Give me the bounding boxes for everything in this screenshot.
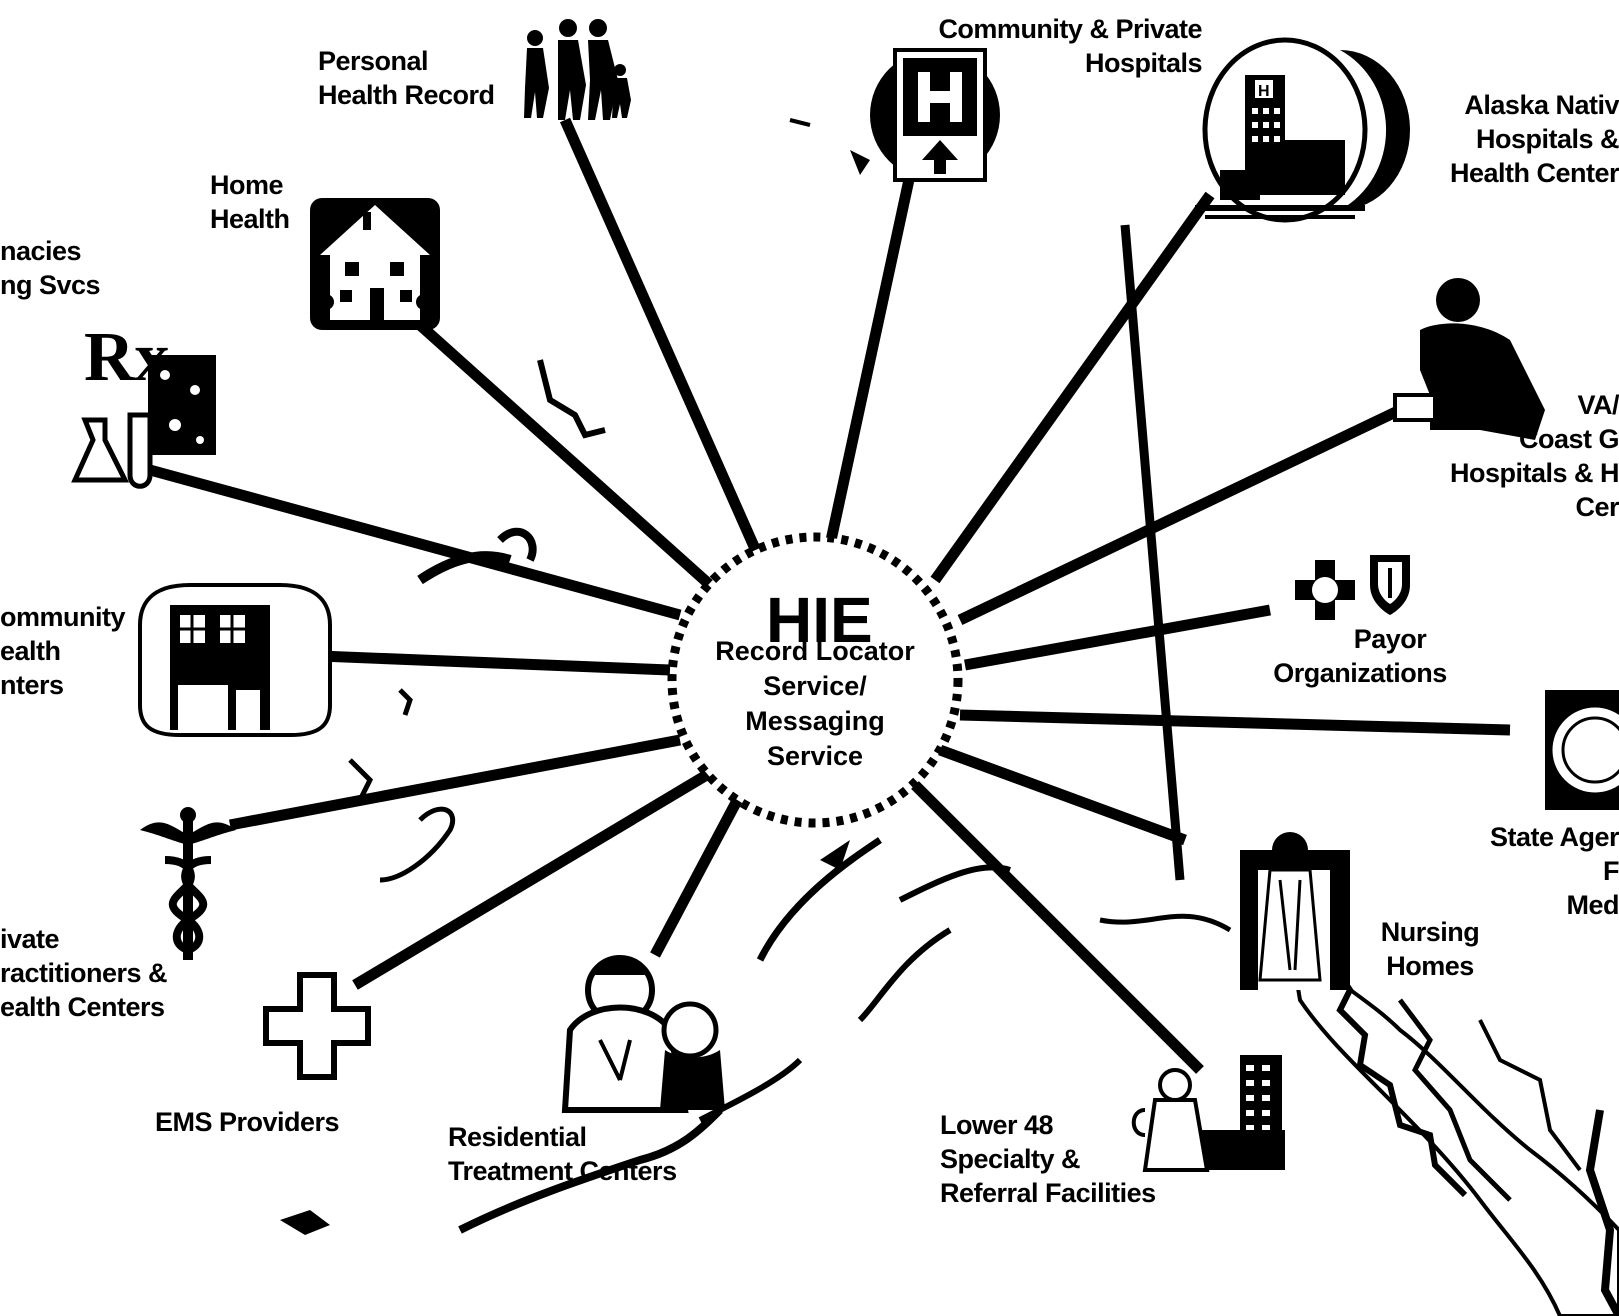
label-line: F — [1603, 856, 1619, 886]
label-line: nacies — [0, 236, 82, 266]
label-va-coast-guard: VA/ Coast G Hospitals & H Cer — [1400, 388, 1619, 524]
label-line: Specialty & — [940, 1144, 1081, 1174]
label-community-private-hospitals: Community & Private Hospitals — [890, 12, 1202, 80]
rx-lab-flask-icon: Rx — [71, 319, 216, 489]
label-community-health-centers: ommunity ealth nters — [0, 600, 126, 702]
spoke-vertical — [1120, 224, 1185, 881]
label-line: ractitioners & — [0, 958, 168, 988]
label-lower48-specialty: Lower 48 Specialty & Referral Facilities — [940, 1108, 1156, 1210]
label-line: Health Center — [1449, 158, 1619, 188]
label-line: Hospitals & — [1475, 124, 1619, 154]
label-payor-organizations: Payor Organizations — [1255, 622, 1465, 690]
label-line: Personal — [318, 46, 429, 76]
spokes — [148, 117, 1511, 1074]
spoke-personal-health-record — [559, 117, 766, 563]
spoke-lower48 — [911, 781, 1204, 1074]
spoke-private-practitioners — [228, 734, 682, 831]
label-line: EMS Providers — [155, 1107, 340, 1137]
label-ems-providers: EMS Providers — [155, 1105, 340, 1139]
medical-cross-icon — [263, 972, 371, 1080]
spoke-alaska-native — [930, 191, 1215, 584]
spoke-pharmacies — [148, 464, 682, 621]
doctor-patient-icon — [561, 955, 725, 1113]
spoke-payor — [964, 604, 1271, 671]
label-line: Cer — [1575, 492, 1619, 522]
family-walking-icon — [524, 19, 631, 120]
label-line: ealth — [0, 636, 61, 666]
label-line: Coast G — [1518, 424, 1619, 454]
caduceus-icon — [140, 807, 236, 960]
hub-subtitle: Record Locator Service/ Messaging Servic… — [700, 634, 930, 774]
hospital-sign-icon — [870, 48, 1000, 182]
house-icon — [310, 198, 440, 330]
spoke-residential — [650, 792, 745, 958]
label-line: Treatment Centers — [448, 1156, 677, 1186]
label-line: Health — [210, 204, 290, 234]
label-line: VA/ — [1577, 390, 1619, 420]
label-line: Med — [1566, 890, 1619, 920]
label-line: Homes — [1386, 951, 1474, 981]
hub-subtitle-line: Service/ — [763, 671, 867, 701]
label-pharmacies-lab: nacies ng Svcs — [0, 234, 101, 302]
label-line: Home — [210, 170, 284, 200]
label-line: Organizations — [1273, 658, 1447, 688]
label-residential-treatment: Residential Treatment Centers — [448, 1120, 677, 1188]
label-line: Payor — [1353, 624, 1427, 654]
hospital-building-icon: H — [1195, 37, 1410, 223]
spoke-ems — [352, 765, 718, 990]
label-alaska-native-hospitals: Alaska Nativ Hospitals & Health Center — [1380, 88, 1619, 190]
spoke-state — [959, 709, 1511, 736]
spoke-home-health — [416, 320, 714, 590]
blue-cross-shield-icon — [1295, 555, 1410, 620]
label-nursing-homes: Nursing Homes — [1360, 915, 1500, 983]
label-line: Health Record — [318, 80, 495, 110]
hub-subtitle-line: Record Locator — [715, 636, 915, 666]
spoke-va — [957, 405, 1403, 625]
doctor-telephone-icon — [1393, 278, 1545, 440]
spoke-nursing — [938, 744, 1187, 846]
spoke-community-hospitals — [824, 173, 916, 547]
surgeon-building-icon — [1131, 1055, 1285, 1172]
label-line: Referral Facilities — [940, 1178, 1156, 1208]
spoke-community-health — [294, 649, 671, 676]
label-line: Nursing — [1380, 917, 1480, 947]
state-seal-icon — [1545, 690, 1619, 810]
label-line: ealth Centers — [0, 992, 165, 1022]
hub-subtitle-line: Messaging — [745, 706, 885, 736]
hub-subtitle-line: Service — [766, 741, 864, 771]
label-home-health: Home Health — [210, 168, 290, 236]
label-private-practitioners: ivate ractitioners & ealth Centers — [0, 922, 168, 1024]
label-line: Residential — [448, 1122, 587, 1152]
hie-hub-circle — [667, 532, 963, 828]
clinic-storefront-icon — [138, 583, 332, 737]
label-line: Hospitals — [1084, 48, 1203, 78]
label-personal-health-record: Personal Health Record — [318, 44, 495, 112]
label-line: Community & Private — [938, 14, 1202, 44]
label-line: ivate — [0, 924, 60, 954]
label-state-agencies: State Ager F Med — [1440, 820, 1619, 922]
nurse-icon — [1240, 832, 1350, 990]
label-line: ng Svcs — [0, 270, 101, 300]
label-line: State Ager — [1489, 822, 1619, 852]
hub-title: HIE — [766, 584, 873, 656]
label-line: Hospitals & H — [1449, 458, 1619, 488]
svg-text:H: H — [1258, 83, 1270, 100]
label-line: ommunity — [0, 602, 126, 632]
label-line: Alaska Nativ — [1464, 90, 1619, 120]
label-line: nters — [0, 670, 64, 700]
label-line: Lower 48 — [940, 1110, 1054, 1140]
